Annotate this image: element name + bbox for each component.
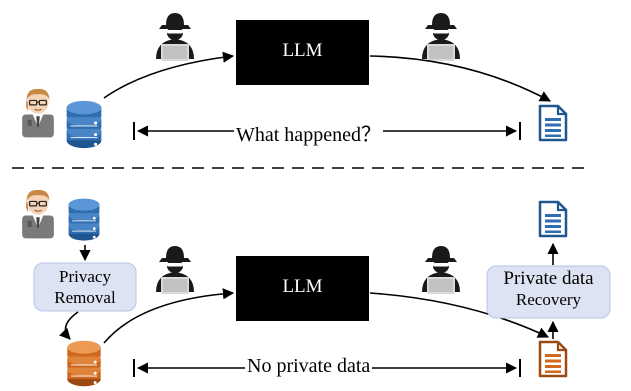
document-icon xyxy=(538,340,568,378)
hacker-icon xyxy=(156,13,194,61)
database-icon xyxy=(67,197,101,242)
flow-arrow xyxy=(103,51,235,99)
privacy-removal-box xyxy=(33,262,137,312)
llm-box xyxy=(236,256,369,321)
hacker-icon xyxy=(422,13,460,61)
top-scenario xyxy=(21,13,568,149)
flow-arrow xyxy=(59,311,79,340)
hacker-icon xyxy=(422,246,460,294)
private-data-recovery-box xyxy=(486,265,611,319)
llm-box xyxy=(236,20,369,85)
hacker-icon xyxy=(156,246,194,294)
user-icon xyxy=(21,88,55,139)
flow-arrow xyxy=(103,288,235,344)
flow-arrow xyxy=(369,55,551,102)
user-icon xyxy=(21,189,55,240)
document-icon xyxy=(538,200,568,238)
flow-arrow xyxy=(369,292,550,338)
bottom-scenario xyxy=(21,189,611,387)
database-icon xyxy=(66,100,102,149)
document-icon xyxy=(538,104,568,142)
database-icon xyxy=(66,340,102,387)
